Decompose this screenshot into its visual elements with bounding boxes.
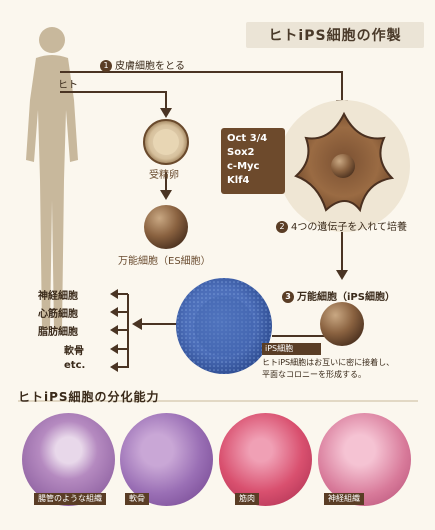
step-2-label: 4つの遺伝子を入れて培養 [291,222,408,233]
ips-description-line-2: 平面なコロニーを形成する。 [262,370,366,379]
diff-fat-cell: 脂肪細胞 [38,327,78,338]
tissue-label-muscle: 筋肉 [235,493,259,505]
human-label: ヒト [58,80,78,91]
section-title: ヒトiPS細胞の分化能力 [18,390,160,404]
diff-nerve-cell: 神経細胞 [38,291,78,302]
step-3-label: 万能細胞（iPS細胞） [297,292,395,303]
gene-klf4: Klf4 [227,175,250,186]
step-1-number: 1 [100,60,112,72]
gene-cmyc: c-Myc [227,161,260,172]
tissue-label-nerve: 神経組織 [324,493,364,505]
gene-sox2: Sox2 [227,147,255,158]
tissue-image-nerve [318,413,411,506]
step-1-label: 皮膚細胞をとる [115,61,185,72]
page-title: ヒトiPS細胞の作製 [246,22,424,48]
tissue-image-intestine [22,413,115,506]
ips-cell-icon [320,302,364,346]
genes-box: Oct 3/4 Sox2 c-Myc Klf4 [221,128,285,194]
ips-colony-image [176,278,272,374]
tissue-image-cartilage [120,413,213,506]
diff-etc: etc. [64,360,86,371]
tissue-label-cartilage: 軟骨 [125,493,149,505]
step-3-number: 3 [282,291,294,303]
ips-description-line-1: ヒトiPS細胞はお互いに密に接着し、 [262,358,395,367]
fertilized-egg-label: 受精卵 [149,170,179,181]
tissue-label-intestine: 腸管のような組織 [34,493,106,505]
human-silhouette [26,27,78,330]
connector-lines [60,71,343,368]
fertilized-egg-icon [143,119,189,165]
ips-description: ヒトiPS細胞はお互いに密に接着し、 平面なコロニーを形成する。 [262,357,394,381]
gene-oct: Oct 3/4 [227,133,268,144]
es-cell-icon [144,205,188,249]
step-2-number: 2 [276,221,288,233]
tissue-image-muscle [219,413,312,506]
ips-tag: iPS細胞 [262,343,321,355]
diff-heart-cell: 心筋細胞 [38,309,78,320]
diff-cartilage: 軟骨 [64,346,84,357]
skin-cell-icon [278,100,410,232]
es-cell-label: 万能細胞（ES細胞） [118,256,211,267]
